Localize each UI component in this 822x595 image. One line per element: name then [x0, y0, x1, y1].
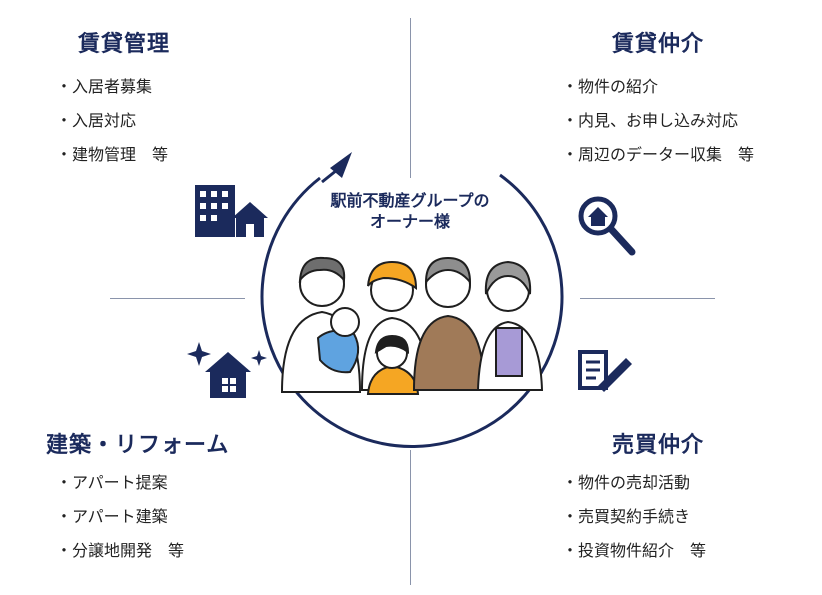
list-item: ・物件の紹介 — [562, 77, 659, 96]
cycle-circle — [260, 173, 564, 448]
title-rental-brokerage: 賃貸仲介 — [612, 32, 705, 57]
list-item: ・投資物件紹介 等 — [562, 541, 707, 560]
list-item: ・アパート建築 — [56, 507, 168, 526]
center-label: 駅前不動産グループの オーナー様 — [290, 190, 530, 232]
divider-horizontal-right — [580, 298, 715, 299]
family-illustration — [280, 256, 544, 395]
divider-vertical-bottom — [410, 450, 411, 585]
divider-vertical-top — [410, 18, 411, 178]
title-rental-management: 賃貸管理 — [78, 32, 171, 57]
list-construction-reform: ・アパート提案 ・アパート建築 ・分譲地開発 等 — [56, 466, 184, 568]
list-sales-brokerage: ・物件の売却活動 ・売買契約手続き ・投資物件紹介 等 — [562, 466, 706, 568]
list-rental-management: ・入居者募集 ・入居対応 ・建物管理 等 — [56, 70, 168, 172]
list-item: ・入居者募集 — [56, 77, 153, 96]
cycle-arrow-icon — [321, 152, 352, 184]
list-item: ・周辺のデーター収集 等 — [562, 145, 755, 164]
list-item: ・入居対応 — [56, 111, 137, 130]
center-label-line1: 駅前不動産グループの — [330, 191, 490, 210]
sparkling-house-icon — [187, 342, 267, 398]
title-construction-reform: 建築・リフォーム — [46, 433, 230, 458]
list-item: ・物件の売却活動 — [562, 473, 691, 492]
list-item: ・分譲地開発 等 — [56, 541, 185, 560]
center-label-line2: オーナー様 — [369, 212, 450, 231]
list-item: ・内見、お申し込み対応 — [562, 111, 739, 130]
title-sales-brokerage: 売買仲介 — [612, 433, 705, 458]
house-search-icon — [578, 196, 636, 256]
list-item: ・売買契約手続き — [562, 507, 691, 526]
building-icon — [195, 185, 268, 237]
list-item: ・アパート提案 — [56, 473, 168, 492]
list-rental-brokerage: ・物件の紹介 ・内見、お申し込み対応 ・周辺のデーター収集 等 — [562, 70, 754, 172]
document-pen-icon — [578, 350, 632, 392]
list-item: ・建物管理 等 — [56, 145, 169, 164]
divider-horizontal-left — [110, 298, 245, 299]
